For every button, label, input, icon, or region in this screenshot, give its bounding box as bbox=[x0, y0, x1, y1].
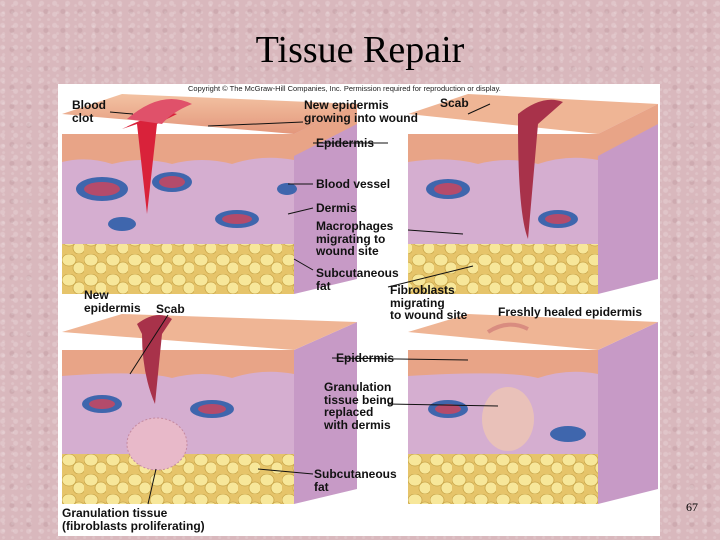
label-epidermis-top: Epidermis bbox=[316, 136, 375, 150]
panel-healed-stage bbox=[408, 314, 658, 504]
label-epidermis-bottom: Epidermis bbox=[336, 351, 395, 365]
label-dermis: Dermis bbox=[316, 201, 357, 215]
page-number: 67 bbox=[686, 500, 698, 514]
label-granulation-proliferating: Granulation tissue (fibroblasts prolifer… bbox=[62, 506, 205, 533]
copyright-notice: Copyright © The McGraw-Hill Companies, I… bbox=[188, 84, 501, 93]
label-new-epidermis-growing: New epidermis growing into wound bbox=[304, 98, 418, 125]
label-macrophages: Macrophages migrating to wound site bbox=[316, 219, 394, 258]
label-blood-clot: Blood clot bbox=[72, 98, 106, 125]
label-freshly-healed: Freshly healed epidermis bbox=[498, 305, 643, 319]
tissue-repair-figure: Copyright © The McGraw-Hill Companies, I… bbox=[58, 84, 660, 536]
label-scab-bottom: Scab bbox=[156, 302, 185, 316]
label-subcutaneous-fat-bottom: Subcutaneous fat bbox=[314, 467, 397, 494]
label-granulation-replaced: Granulation tissue being replaced with d… bbox=[324, 380, 395, 432]
panel-scab-stage bbox=[408, 94, 658, 294]
panel-granulation-stage bbox=[62, 314, 357, 504]
label-scab-top: Scab bbox=[440, 96, 469, 110]
label-blood-vessel: Blood vessel bbox=[316, 177, 391, 191]
slide-title: Tissue Repair bbox=[255, 29, 465, 71]
label-new-epidermis: New epidermis bbox=[84, 288, 141, 315]
panel-blood-clot-stage bbox=[62, 94, 357, 294]
label-subcutaneous-fat-top: Subcutaneous fat bbox=[316, 266, 399, 293]
label-fibroblasts: Fibroblasts migrating to wound site bbox=[390, 283, 468, 322]
leader-lines bbox=[109, 103, 499, 505]
